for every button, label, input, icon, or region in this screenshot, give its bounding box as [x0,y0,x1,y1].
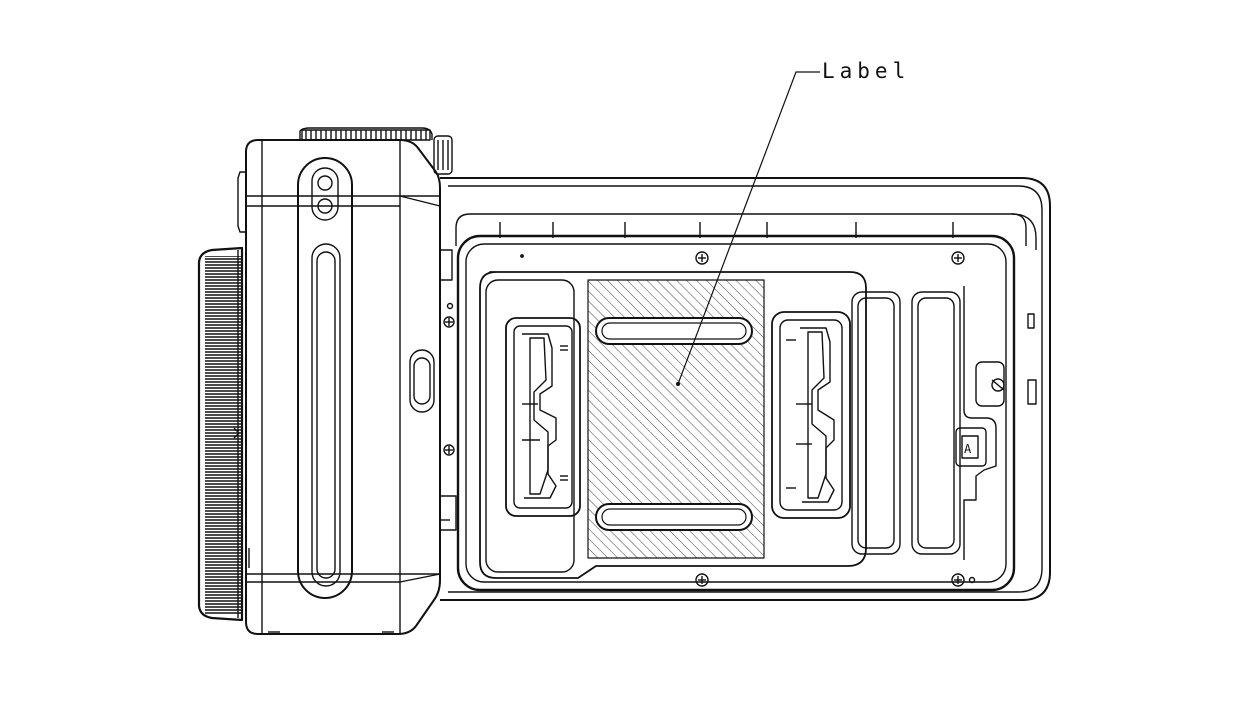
screw-bottom-right [951,573,965,587]
screw-top-center [695,251,709,265]
svg-text:A: A [964,442,972,456]
screw-bottom-center [695,573,709,587]
screw-left-upper [443,316,455,328]
lens-ring [197,246,250,622]
screw-left-lower [443,444,455,456]
screw-top-right [951,251,965,265]
mounting-plate-assembly: A [440,177,1051,601]
left-clamp [505,317,581,517]
upper-slot [595,317,753,345]
callout-label: Label [822,59,911,83]
label-leader-line [676,71,820,386]
lower-slot [595,503,753,531]
right-clamp [771,311,851,519]
camera-body-side [237,127,453,635]
